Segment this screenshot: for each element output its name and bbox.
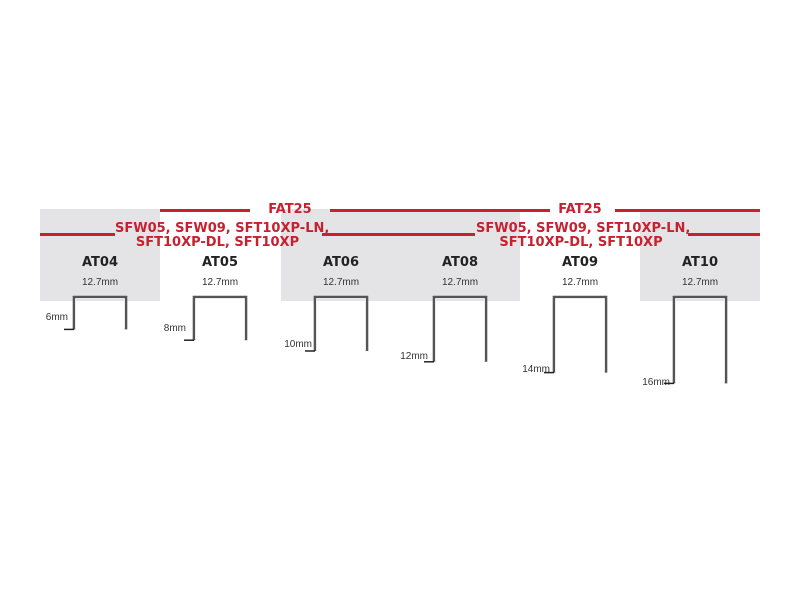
group1-tools-line1: SFW05, SFW09, SFT10XP-LN, — [115, 221, 330, 236]
leg-length-at08: 12mm — [400, 351, 428, 362]
group2-tools-line2: SFT10XP-DL, SFT10XP — [499, 235, 663, 250]
staple-code-at06: AT06 — [322, 255, 359, 270]
crown-width-at09: 12.7mm — [561, 277, 599, 288]
staple-highlight-at06 — [316, 298, 366, 350]
staple-highlight-at08 — [435, 298, 485, 361]
staple-highlight-at10 — [675, 298, 725, 383]
staple-highlight-at04 — [75, 298, 125, 329]
group1-tools-line2: SFT10XP-DL, SFT10XP — [135, 235, 300, 250]
group2-second-line-left — [400, 233, 475, 236]
staple-highlight-at09 — [555, 298, 605, 372]
staple-code-at04: AT04 — [81, 255, 118, 270]
group2-tools-line1: SFW05, SFW09, SFT10XP-LN, — [476, 221, 691, 236]
staple-at05 — [192, 295, 248, 341]
staple-code-at05: AT05 — [201, 255, 238, 270]
group1-top-line-left — [160, 209, 250, 212]
panel-at10 — [640, 209, 760, 301]
group2-title: FAT25 — [558, 202, 602, 217]
staple-code-at09: AT09 — [561, 255, 598, 270]
staple-at09 — [552, 295, 608, 373]
leg-length-at04: 6mm — [45, 312, 68, 323]
panel-at08 — [400, 209, 520, 301]
leg-length-at10: 16mm — [642, 377, 670, 388]
staple-at04 — [72, 295, 128, 330]
leg-length-at05: 8mm — [163, 323, 186, 334]
group2-top-line-right — [615, 209, 760, 212]
group2-top-line-left — [330, 209, 550, 212]
panel-at06 — [281, 209, 401, 301]
staple-code-at08: AT08 — [441, 255, 478, 270]
staple-at06 — [313, 295, 369, 351]
crown-width-at05: 12.7mm — [201, 277, 239, 288]
panel-at04 — [40, 209, 160, 301]
group1-title: FAT25 — [268, 202, 312, 217]
staple-at08 — [432, 295, 488, 362]
staple-highlight-at05 — [195, 298, 245, 340]
leg-length-at06: 10mm — [284, 339, 312, 350]
crown-width-at10: 12.7mm — [681, 277, 719, 288]
group1-second-line-left — [40, 233, 115, 236]
crown-width-at06: 12.7mm — [322, 277, 360, 288]
crown-width-at08: 12.7mm — [441, 277, 479, 288]
staple-code-at10: AT10 — [681, 255, 718, 270]
crown-width-at04: 12.7mm — [81, 277, 119, 288]
leg-length-at09: 14mm — [522, 364, 550, 375]
group2-second-line-right — [688, 233, 760, 236]
staple-at10 — [672, 295, 728, 384]
group1-second-line-right — [322, 233, 400, 236]
